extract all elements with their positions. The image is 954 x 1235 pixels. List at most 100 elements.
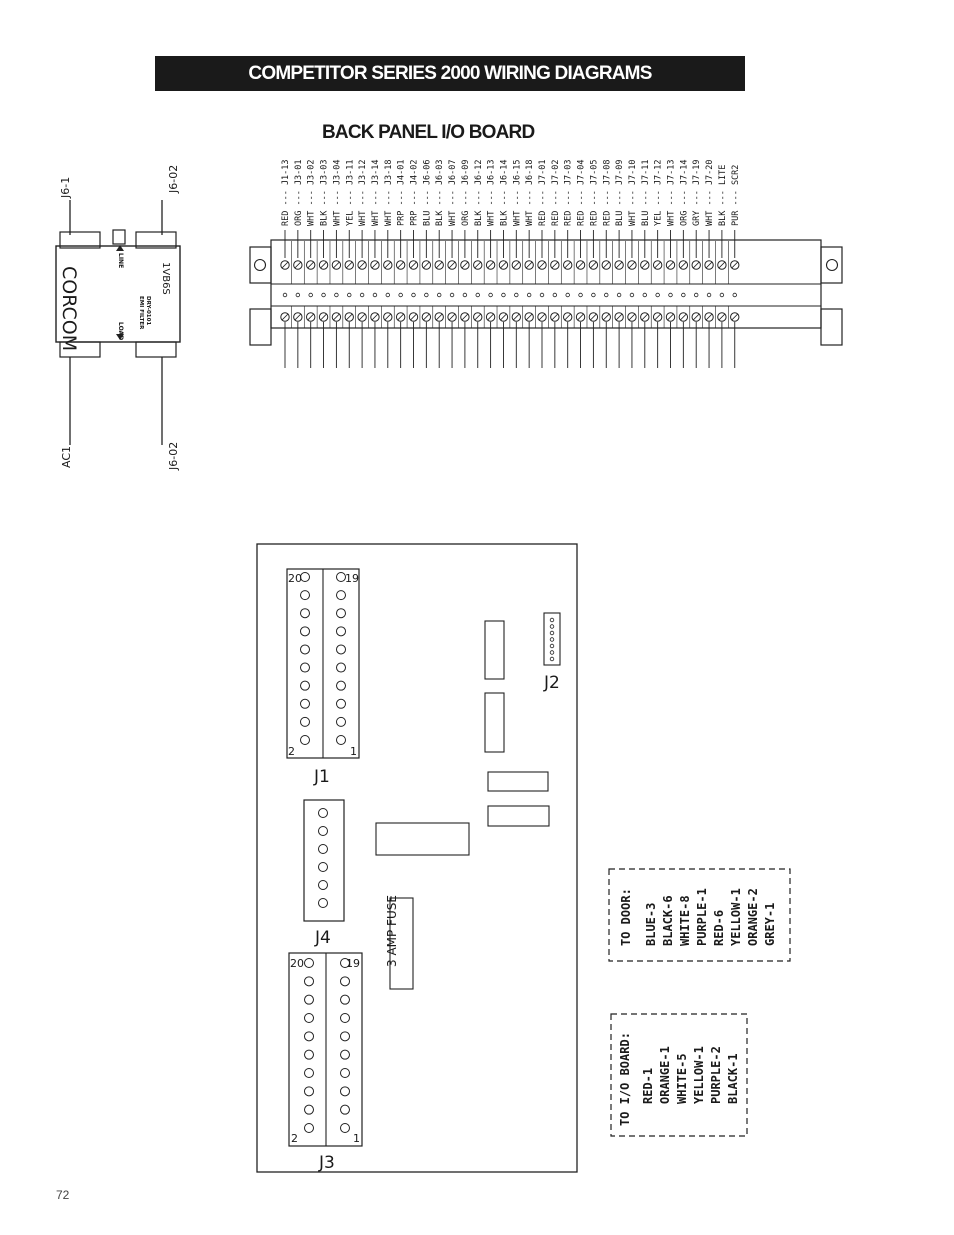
strip-wire-label: WHT --- J7-13 <box>667 159 677 226</box>
screw-slot <box>500 313 507 321</box>
filter-terminal <box>59 231 101 249</box>
board-component <box>375 822 470 856</box>
strip-wire-label: RED --- J7-01 <box>538 159 548 226</box>
strip-wire-label: PUR --- SCR2 <box>731 165 741 226</box>
to-door-line: PURPLE-1 <box>695 888 709 946</box>
to-door-line: WHITE-8 <box>678 895 692 946</box>
strip-wire-label: BLK --- J6-12 <box>474 159 484 226</box>
screw-slot <box>436 261 443 269</box>
terminal-hole <box>694 292 699 298</box>
screw-slot <box>590 313 597 321</box>
board-component <box>484 692 505 753</box>
j2-label: J2 <box>543 673 560 693</box>
j4-housing <box>303 799 345 922</box>
screw-slot <box>461 261 468 269</box>
terminal-hole <box>539 292 545 298</box>
j1-pin <box>336 608 346 619</box>
screw-slot <box>551 313 558 321</box>
j3-pin-label-bottom-left: 2 <box>291 1132 298 1145</box>
j2-housing <box>543 612 561 666</box>
terminal-hole <box>578 292 583 298</box>
j4-pin <box>318 880 328 890</box>
to-door-outline <box>608 868 791 962</box>
strip-wire-label: WHT --- J3-04 <box>332 159 342 226</box>
terminal-hole <box>372 292 378 298</box>
screw-slot <box>307 261 314 269</box>
fuse-label: 3 AMP FUSE <box>385 895 399 967</box>
j4-pin <box>318 862 328 872</box>
strip-wire-label: BLK --- J6-14 <box>499 159 509 226</box>
filter-bottom-left-wire-label: AC1 <box>60 446 73 468</box>
emi-filter: CORCOM LINE LOAD 1VB6S EMI FILTER DRY-01… <box>55 165 181 471</box>
strip-wire-label: ORG --- J7-14 <box>679 159 689 226</box>
strip-wire-label: WHT --- J6-18 <box>525 159 535 226</box>
j3-pin <box>304 1049 314 1060</box>
terminal-hole <box>321 292 326 298</box>
to-door-line: ORANGE-2 <box>746 888 760 946</box>
j3-pin <box>304 1123 314 1133</box>
screw-slot <box>448 313 456 321</box>
j3-pin-label-top-right: 19 <box>346 957 360 970</box>
to-io-line: ORANGE-1 <box>658 1046 672 1104</box>
terminal-hole <box>514 292 519 298</box>
screw-slot <box>461 313 468 321</box>
strip-wire-label: BLU --- J7-11 <box>641 159 651 226</box>
strip-end-cap-left <box>249 246 272 284</box>
page-number: 72 <box>56 1188 70 1202</box>
strip-wire-label: WHT --- J7-10 <box>628 159 638 226</box>
board-component <box>487 805 550 827</box>
board-component <box>487 771 549 792</box>
j4-connector: J4 <box>303 799 345 948</box>
strip-wire-label: WHT --- J3-18 <box>384 159 394 226</box>
screw-slot <box>294 261 301 269</box>
screw-slot <box>526 313 533 321</box>
to-io-title: TO I/O BOARD: <box>618 1032 632 1126</box>
screw-slot <box>333 261 340 269</box>
pcb-board: 20 19 2 1 J1 J2 J4 3 AMP FUSE <box>256 543 578 1173</box>
j2-pins <box>549 617 555 662</box>
j3-label: J3 <box>318 1153 335 1173</box>
screw-slot <box>410 261 417 269</box>
strip-wire-label: RED --- J7-03 <box>564 159 574 226</box>
j1-pin-label-bottom-left: 2 <box>288 745 295 758</box>
j3-pin <box>304 1031 314 1042</box>
filter-terminal <box>135 231 177 249</box>
screw-slot <box>397 261 404 269</box>
j3-pin-label-top-left: 20 <box>290 957 304 970</box>
j2-connector: J2 <box>543 612 561 693</box>
strip-wire-label: WHT --- J3-12 <box>358 159 368 226</box>
screw-slot <box>474 261 481 269</box>
screw-slot <box>359 313 366 321</box>
screw-slot <box>384 261 391 269</box>
j1-pin <box>300 626 310 637</box>
mount-screw-icon <box>253 258 267 272</box>
terminal-hole <box>668 292 673 298</box>
j4-pin <box>318 898 328 908</box>
terminal-hole <box>424 292 429 298</box>
j1-pin <box>300 572 310 582</box>
j1-pin <box>336 698 346 709</box>
terminal-hole <box>347 292 352 298</box>
filter-top-right-wire-label: J6-02 <box>167 165 180 194</box>
filter-body <box>55 245 181 343</box>
terminal-hole <box>719 292 725 298</box>
board-outline <box>256 543 578 1173</box>
strip-end-cap-right <box>820 246 843 284</box>
screw-slot <box>654 313 661 321</box>
screw-slot <box>371 261 379 269</box>
screw-slot <box>603 261 610 269</box>
fuse: 3 AMP FUSE <box>385 895 414 990</box>
screw-slot <box>538 261 546 269</box>
filter-bottom-right-wire-label: J6-02 <box>167 442 180 471</box>
j1-pin <box>300 608 310 619</box>
screw-slot <box>731 313 738 321</box>
page-title: COMPETITOR SERIES 2000 WIRING DIAGRAMS <box>248 62 652 84</box>
j1-pin <box>300 644 310 655</box>
j1-pin <box>336 644 346 655</box>
screw-slot <box>667 313 674 321</box>
screw-slot <box>693 261 700 269</box>
